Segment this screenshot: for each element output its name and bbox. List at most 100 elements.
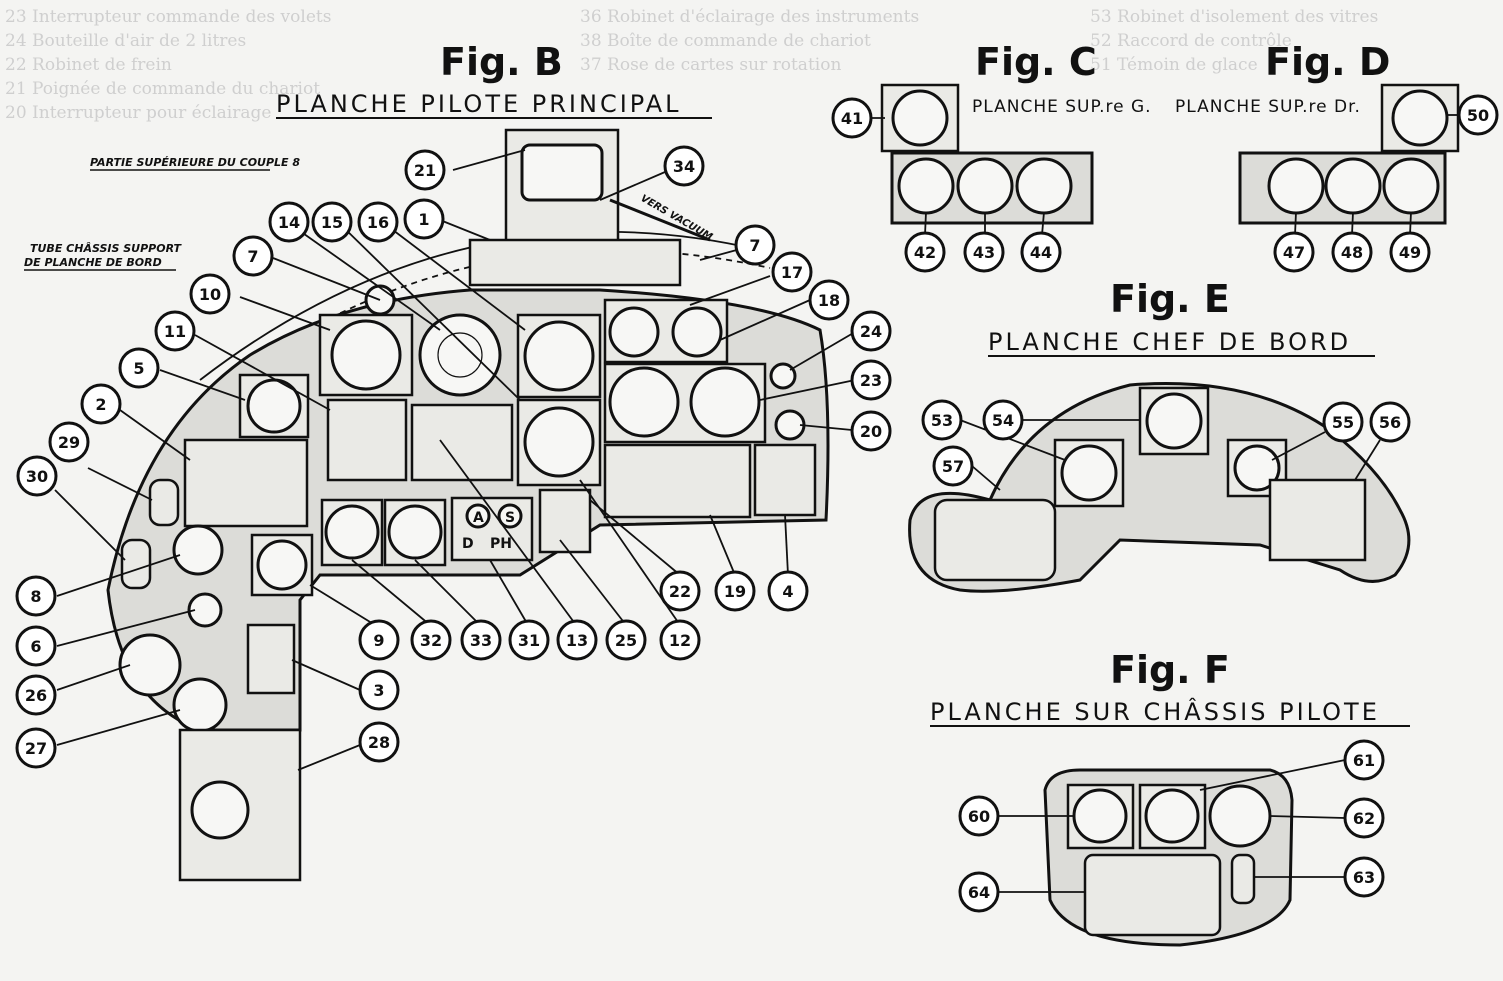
callout-28: 28 <box>358 721 400 763</box>
callout-44-label: 44 <box>1030 243 1052 262</box>
callout-6-label: 6 <box>30 637 41 656</box>
callout-32: 32 <box>410 619 452 661</box>
figure-c-subtitle: PLANCHE SUP.re G. <box>972 97 1152 117</box>
label-s: S <box>505 510 515 526</box>
gauge-47-dial <box>1267 157 1325 215</box>
callout-53-label: 53 <box>931 411 953 430</box>
round-knob <box>774 409 806 441</box>
callout-14-label: 14 <box>278 213 300 232</box>
selector-8 <box>172 524 224 576</box>
leader-26 <box>56 664 131 691</box>
callout-12: 12 <box>659 619 701 661</box>
callout-10-label: 10 <box>199 285 221 304</box>
large-gauge-left <box>608 366 680 438</box>
leader-44 <box>1041 211 1045 236</box>
callouts: 21 34 1 14 15 16 7 7 17 18 24 23 20 10 1… <box>15 94 1499 913</box>
callout-8-label: 8 <box>30 587 41 606</box>
leader-47 <box>1294 211 1297 236</box>
callout-61-label: 61 <box>1353 751 1375 770</box>
gauge-32-dial <box>324 504 380 560</box>
callout-55: 55 <box>1322 401 1364 443</box>
leader-10 <box>239 296 331 331</box>
callout-33: 33 <box>460 619 502 661</box>
callout-32-label: 32 <box>420 631 442 650</box>
callout-11-label: 11 <box>164 322 186 341</box>
callout-23-label: 23 <box>860 371 882 390</box>
callout-14: 14 <box>268 201 310 243</box>
figure-c: Fig. C PLANCHE SUP.re G. <box>880 40 1152 225</box>
callout-4-label: 4 <box>782 582 793 601</box>
callout-1-label: 1 <box>418 210 429 229</box>
leader-2 <box>119 409 191 461</box>
switch-30 <box>120 538 152 590</box>
leader-23 <box>759 379 856 401</box>
callout-18: 18 <box>808 279 850 321</box>
bleed-line: 52 Raccord de contrôle <box>1090 31 1292 51</box>
callout-12-label: 12 <box>669 631 691 650</box>
figure-f-subtitle: PLANCHE SUR CHÂSSIS PILOTE <box>930 697 1380 726</box>
callout-31: 31 <box>508 619 550 661</box>
callout-3: 3 <box>358 669 400 711</box>
callout-43: 43 <box>963 231 1005 273</box>
leader-7a <box>272 257 381 301</box>
callout-16: 16 <box>357 201 399 243</box>
callout-9-label: 9 <box>373 631 384 650</box>
gauge-9-dial <box>256 539 308 591</box>
callout-25-label: 25 <box>615 631 637 650</box>
label-a: A <box>473 510 484 526</box>
figure-e-subtitle: PLANCHE CHEF DE BORD <box>988 328 1351 356</box>
knob-6 <box>187 592 223 628</box>
callout-28-label: 28 <box>368 733 390 752</box>
leader-17 <box>689 275 771 306</box>
leader-5 <box>159 369 246 401</box>
callout-16-label: 16 <box>367 213 389 232</box>
callout-7a: 7 <box>232 235 274 277</box>
callout-62-label: 62 <box>1353 809 1375 828</box>
callout-41-label: 41 <box>841 109 863 128</box>
leader-lines <box>54 114 1460 893</box>
callout-18-label: 18 <box>818 291 840 310</box>
callout-5: 5 <box>118 347 160 389</box>
leader-55 <box>1271 431 1326 461</box>
switch-s <box>497 503 523 529</box>
callout-11: 11 <box>154 310 196 352</box>
callout-19-label: 19 <box>724 582 746 601</box>
callout-60: 60 <box>958 795 1000 837</box>
leader-14 <box>289 223 441 331</box>
callout-50-label: 50 <box>1467 106 1489 125</box>
callout-25: 25 <box>605 619 647 661</box>
callout-29-label: 29 <box>58 433 80 452</box>
selector-26 <box>118 633 182 697</box>
callout-33-label: 33 <box>470 631 492 650</box>
callout-15: 15 <box>311 201 353 243</box>
switch-29 <box>148 478 180 527</box>
leader-42 <box>924 211 927 236</box>
horizon-plate <box>410 403 514 482</box>
callout-27: 27 <box>15 727 57 769</box>
callout-54-label: 54 <box>992 411 1014 430</box>
leader-62 <box>1269 815 1346 819</box>
callout-49-label: 49 <box>1399 243 1421 262</box>
leader-56 <box>1354 439 1381 481</box>
leader-19 <box>709 514 736 576</box>
callout-24-label: 24 <box>860 322 882 341</box>
callout-50: 50 <box>1457 94 1499 136</box>
callout-61: 61 <box>1343 739 1385 781</box>
vario-dial <box>523 406 595 478</box>
leader-31 <box>489 559 529 626</box>
callout-2-label: 2 <box>95 395 106 414</box>
gauge-5-dial <box>246 378 302 434</box>
engine-gauge-right <box>671 306 723 358</box>
lower-box-gauge <box>190 780 250 840</box>
leader-11 <box>194 334 331 411</box>
figure-c-title: Fig. C <box>975 40 1097 84</box>
callout-8: 8 <box>15 575 57 617</box>
gauge-60-dial <box>1072 788 1128 844</box>
callout-1: 1 <box>403 198 445 240</box>
leader-18 <box>719 299 811 341</box>
gauge-48-dial <box>1324 157 1382 215</box>
bleed-line: 22 Robinet de frein <box>5 55 172 75</box>
leader-25 <box>559 539 627 626</box>
warning-lamp <box>769 362 797 390</box>
gauge-61-dial <box>1144 788 1200 844</box>
